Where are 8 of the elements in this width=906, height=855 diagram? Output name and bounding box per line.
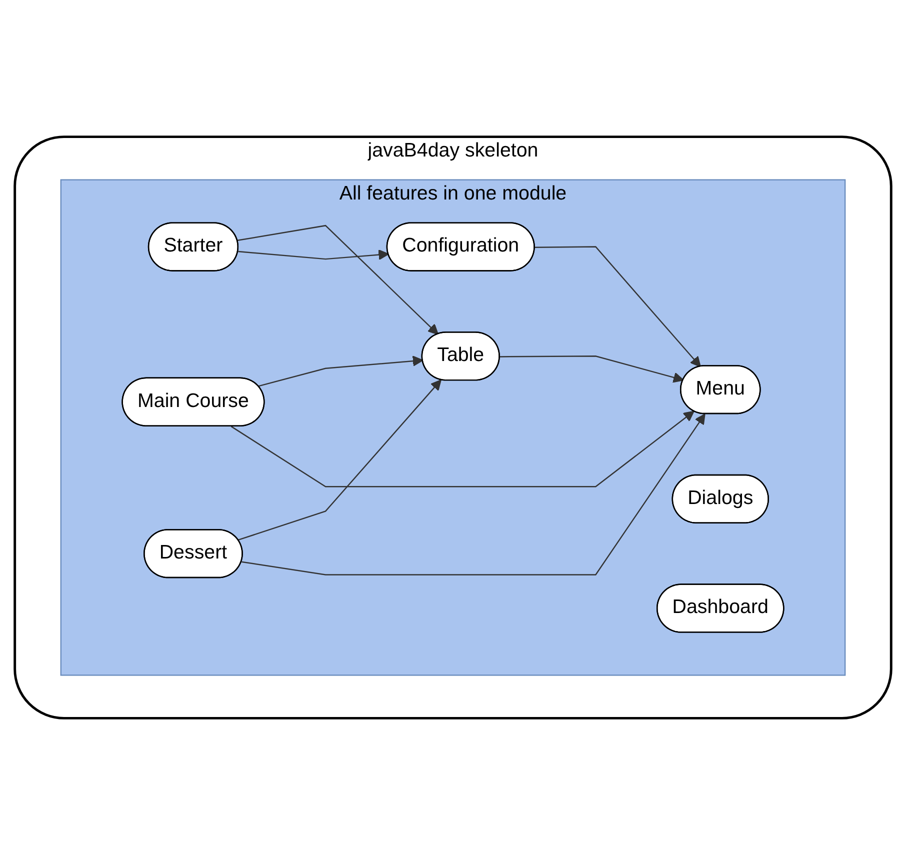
- arrow: [238, 380, 442, 541]
- arrow: [238, 249, 390, 260]
- arrow: [237, 224, 439, 335]
- arrow: [230, 410, 694, 488]
- arrow: [242, 414, 706, 576]
- arrow: [500, 355, 684, 383]
- arrow: [534, 246, 701, 368]
- arrow: [258, 356, 424, 387]
